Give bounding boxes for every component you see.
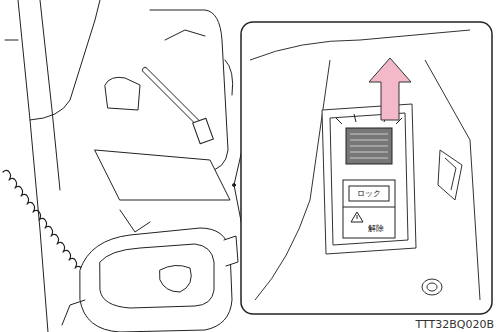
button-label: 解除 (368, 225, 384, 234)
button-label: ロック (357, 190, 381, 199)
figure-code: TTT32BQ020B (415, 319, 494, 331)
